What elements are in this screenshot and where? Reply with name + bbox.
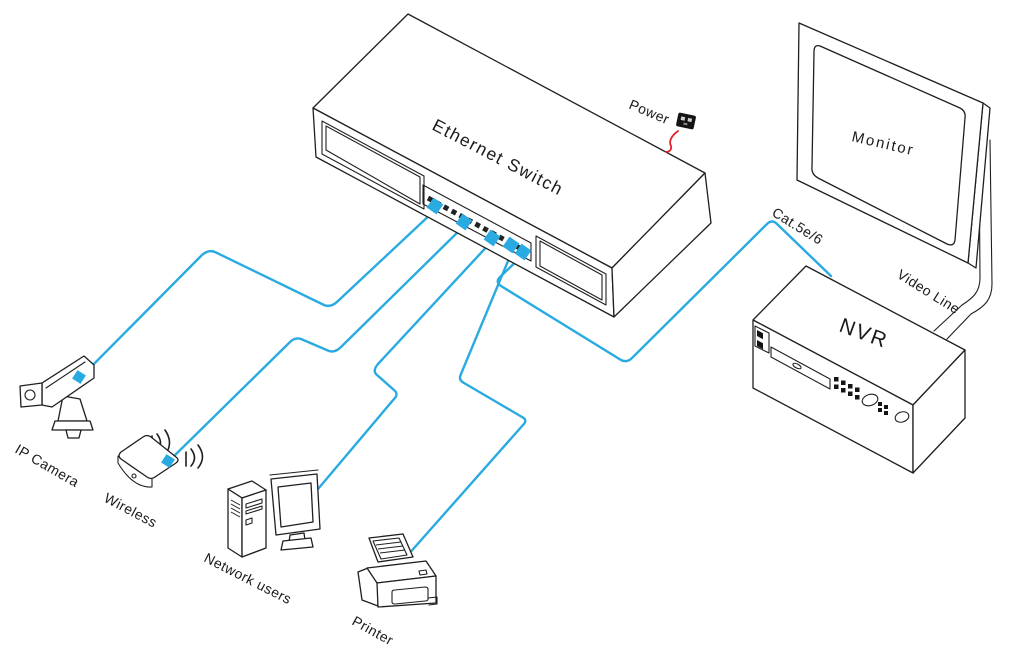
video-line-inner — [933, 144, 981, 332]
nvr-tray-button — [792, 362, 802, 370]
nvr-led-2 — [757, 340, 763, 350]
port-connector-1 — [426, 197, 444, 215]
camera-cable-connector — [72, 370, 86, 384]
pc-monitor-foot — [280, 537, 314, 551]
monitor-screen — [811, 44, 966, 246]
cable-switch-to-wireless — [168, 224, 466, 462]
cable-switch-to-nvr — [496, 220, 833, 363]
camera-top-ridge — [45, 361, 86, 389]
monitor: Monitor Video Line — [796, 22, 993, 340]
cable-switch-to-ip-camera — [78, 210, 435, 380]
pc-vent-grille — [230, 499, 241, 518]
switch-front-inset-right-inner — [539, 240, 603, 301]
wireless-cable-connector — [161, 454, 175, 468]
pc-tower-front — [227, 488, 243, 558]
pc-monitor-top-lip — [269, 469, 319, 476]
port-connector-5 — [514, 243, 532, 261]
ethernet-cables — [78, 210, 833, 558]
printer-paper-tray — [368, 533, 414, 563]
nvr-led-1 — [757, 330, 763, 340]
port-connector-3 — [483, 229, 501, 247]
cable-switch-to-network-users — [316, 239, 494, 491]
camera-mount-foot — [65, 429, 82, 439]
nvr-knob-1 — [861, 393, 879, 407]
nvr-knob-2 — [894, 411, 910, 423]
printer-output-slot — [391, 586, 429, 605]
port-connector-4 — [502, 236, 520, 254]
switch-front-inset-left-outer — [321, 120, 425, 210]
wireless-body-front — [117, 455, 153, 488]
pc-drive-slot-2 — [245, 505, 263, 515]
printer-paper-lines — [375, 541, 406, 554]
pc-drive-slot-1 — [245, 498, 263, 509]
power-outlet-icon — [676, 112, 696, 130]
wireless-body-top — [118, 434, 179, 480]
nvr-led-panel — [754, 325, 770, 354]
pc-monitor-screen — [277, 482, 314, 528]
wireless-front-led — [131, 473, 137, 479]
power-cable — [665, 130, 679, 153]
nvr-button-cluster-1 — [834, 377, 860, 400]
printer-button — [418, 569, 428, 576]
wifi-waves-right-icon — [185, 444, 204, 469]
camera-lens-hood — [19, 382, 43, 408]
switch-port-panel — [422, 184, 532, 262]
camera-mount-flare — [51, 420, 94, 431]
switch-right-face — [611, 172, 712, 318]
printer-foot — [427, 596, 438, 606]
nvr-button-cluster-2 — [878, 402, 888, 415]
switch-port-connectors — [426, 197, 532, 261]
nvr-right-face — [912, 349, 966, 474]
video-line-outer — [946, 139, 993, 340]
nvr-disc-tray — [770, 346, 831, 390]
camera-lens — [24, 389, 36, 401]
ethernet-switch: Ethernet Switch — [312, 13, 712, 318]
port-connector-2 — [455, 213, 473, 231]
switch-front-inset-right-outer — [535, 235, 607, 306]
cable-switch-to-printer — [405, 247, 527, 558]
pc-power-button — [245, 517, 253, 526]
switch-front-inset-left-inner — [325, 125, 421, 205]
printer-paper — [372, 537, 408, 560]
nvr: NVR Cat.5e/6 — [752, 204, 966, 474]
